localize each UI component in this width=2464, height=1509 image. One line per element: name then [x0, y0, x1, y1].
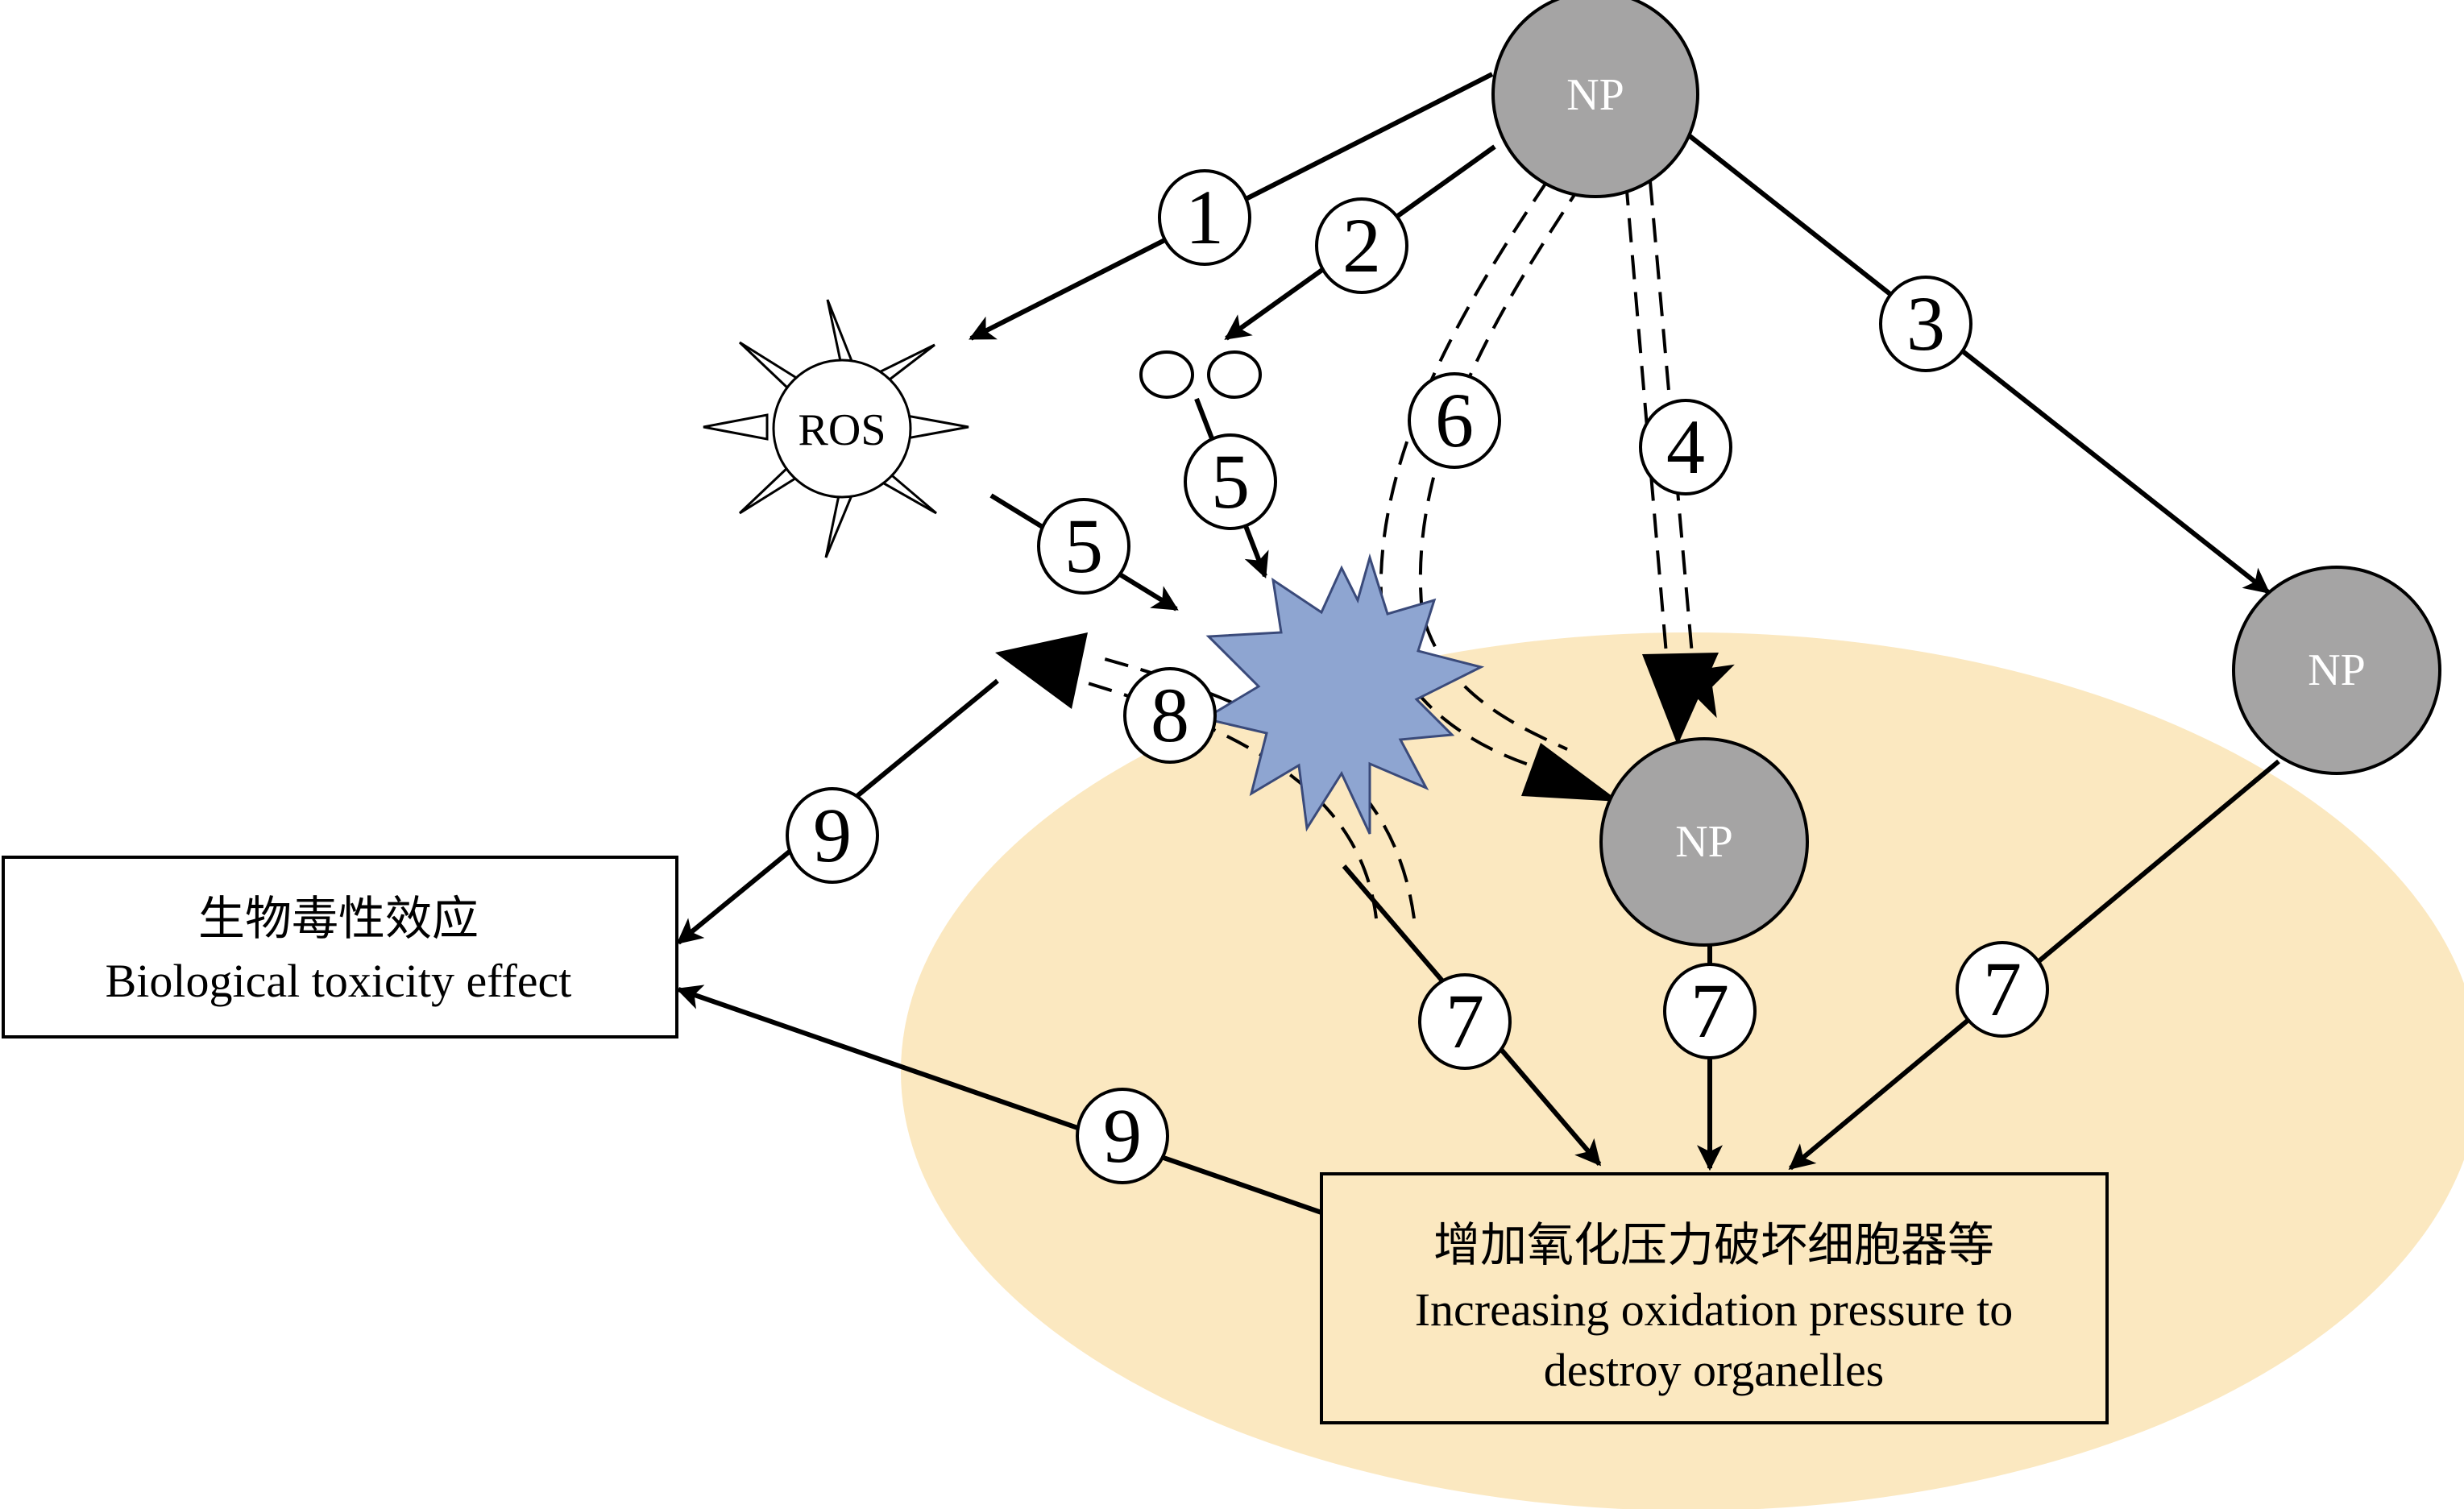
- oxidation-zh: 增加氧化压力破坏细胞器等: [1433, 1219, 1994, 1271]
- toxicity-en: Biological toxicity effect: [106, 955, 572, 1007]
- svg-text:7: 7: [1983, 946, 2022, 1032]
- svg-text:6: 6: [1435, 377, 1474, 463]
- step-8-badge: 8: [1123, 667, 1217, 764]
- svg-text:9: 9: [1103, 1092, 1142, 1179]
- svg-text:8: 8: [1151, 672, 1189, 758]
- step-9-upper-badge: 9: [786, 787, 879, 884]
- step-2-badge: 2: [1315, 197, 1408, 294]
- arrow-6-head-shape: [1521, 743, 1620, 802]
- step-3-badge: 3: [1879, 276, 1972, 372]
- oxidation-en-line2: destroy organelles: [1544, 1344, 1885, 1396]
- arrow-3: [1687, 133, 2271, 595]
- step-6-badge: 6: [1408, 372, 1501, 469]
- step-4-badge: 4: [1639, 399, 1732, 495]
- step-5-center-badge: 5: [1184, 433, 1277, 530]
- arrow-4-head-shape: [1642, 653, 1719, 745]
- arrow-9-lower: [675, 985, 1322, 1215]
- arrow-8-head-shape: [995, 632, 1088, 709]
- step-9-lower-badge: 9: [1076, 1088, 1169, 1184]
- arrow-6-dashed: [1379, 180, 1585, 775]
- step-7-left-badge: 7: [1418, 973, 1512, 1070]
- ros-sun-icon: ROS: [703, 299, 969, 558]
- np-node-right: NP: [2232, 566, 2441, 775]
- np-inner-label: NP: [1675, 817, 1733, 867]
- svg-text:4: 4: [1666, 404, 1705, 490]
- svg-text:7: 7: [1690, 968, 1729, 1054]
- svg-text:1: 1: [1185, 174, 1224, 260]
- step-1-badge: 1: [1158, 169, 1251, 266]
- ros-label: ROS: [799, 405, 886, 455]
- svg-text:9: 9: [813, 792, 852, 878]
- svg-text:5: 5: [1211, 438, 1250, 524]
- particle-right: [1207, 350, 1262, 399]
- oxidative-burst-star: [1201, 553, 1485, 835]
- np-node-inner: NP: [1599, 737, 1809, 947]
- svg-text:2: 2: [1342, 202, 1381, 288]
- toxicity-zh: 生物毒性效应: [198, 893, 479, 945]
- step-5-left-badge: 5: [1037, 498, 1130, 595]
- step-7-right-badge: 7: [1956, 941, 2049, 1038]
- np-node-top: NP: [1491, 0, 1699, 198]
- toxicity-effect-box: 生物毒性效应 Biological toxicity effect: [2, 856, 678, 1038]
- svg-text:5: 5: [1064, 503, 1103, 589]
- step-7-mid-badge: 7: [1663, 963, 1757, 1059]
- arrow-4-dashed: [1624, 180, 1695, 674]
- np-top-label: NP: [1566, 70, 1624, 120]
- svg-text:3: 3: [1906, 280, 1945, 367]
- np-right-label: NP: [2308, 645, 2366, 695]
- svg-text:7: 7: [1446, 978, 1484, 1064]
- oxidation-pressure-box: 增加氧化压力破坏细胞器等 Increasing oxidation pressu…: [1320, 1172, 2109, 1424]
- oxidation-en-line1: Increasing oxidation pressure to: [1415, 1283, 2014, 1336]
- particle-left: [1139, 350, 1194, 399]
